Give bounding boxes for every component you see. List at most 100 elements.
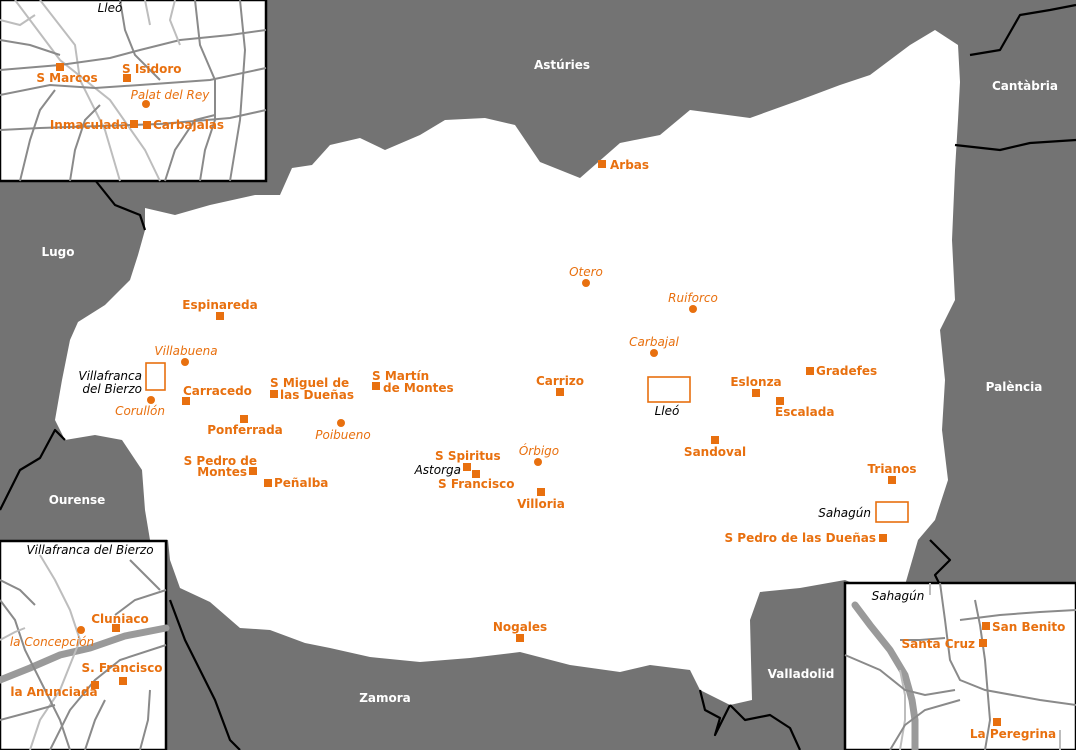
marker-s-martin [372, 382, 380, 390]
marker-carrizo [556, 388, 564, 396]
marker-villoria [537, 488, 545, 496]
marker-otero [582, 279, 590, 287]
marker-arbas [598, 160, 606, 168]
label-carracedo: Carracedo [183, 384, 252, 398]
marker-nogales [516, 634, 524, 642]
marker-poibueno [337, 419, 345, 427]
label-sandoval: Sandoval [684, 445, 746, 459]
label-poibueno: Poibueno [315, 428, 370, 442]
inset-sahagun-label-san-benito: San Benito [992, 620, 1065, 634]
villafranca-frame [145, 362, 166, 391]
inset-sahagun-title: Sahagún [872, 589, 925, 603]
region-lugo: Lugo [41, 245, 74, 259]
inset-villafranca: Villafranca del Bierzo Cluniaco la Conce… [0, 539, 170, 750]
city-villafranca-line1: Villafranca [78, 369, 142, 383]
sahagun-frame [875, 501, 909, 523]
inset-lleo-title: Lleó [98, 1, 123, 15]
inset-sahagun-label-la-peregrina: La Peregrina [970, 727, 1056, 741]
city-astorga: Astorga [414, 463, 461, 477]
label-s-miguel-2: las Dueñas [280, 388, 354, 402]
label-trianos: Trianos [868, 462, 917, 476]
city-villafranca-line2: del Bierzo [82, 382, 142, 396]
label-ruiforco: Ruiforco [668, 291, 718, 305]
label-espinareda: Espinareda [182, 298, 257, 312]
label-s-martin-1: S Martín [372, 369, 429, 383]
region-asturies: Astúries [534, 58, 590, 72]
label-s-spiritus: S Spiritus [435, 449, 501, 463]
inset-lleo-marker-carbajalas [143, 121, 151, 129]
inset-villafranca-label-la-anunciada: la Anunciada [10, 685, 97, 699]
marker-eslonza [752, 389, 760, 397]
inset-lleo-marker-s-isidoro [123, 74, 131, 82]
label-orbigo: Órbigo [519, 443, 559, 458]
inset-sahagun-marker-san-benito [982, 622, 990, 630]
marker-escalada [776, 397, 784, 405]
inset-lleo-marker-palat-del-rey [142, 100, 150, 108]
region-cantabria: Cantàbria [992, 79, 1058, 93]
inset-sahagun-label-santa-cruz: Santa Cruz [901, 637, 975, 651]
label-s-martin-2: de Montes [383, 381, 454, 395]
marker-corullon [147, 396, 155, 404]
label-penalba: Peñalba [274, 476, 328, 490]
region-valladolid: Valladolid [768, 667, 835, 681]
inset-lleo-label-s-marcos: S Marcos [36, 71, 97, 85]
inset-villafranca-title: Villafranca del Bierzo [26, 543, 153, 557]
inset-sahagun-marker-santa-cruz [979, 639, 987, 647]
marker-penalba [264, 479, 272, 487]
marker-s-miguel [270, 390, 278, 398]
label-ponferrada: Ponferrada [207, 423, 283, 437]
inset-lleo: Lleó S Marcos S Isidoro Palat del Rey In… [0, 0, 268, 183]
marker-s-spiritus [463, 463, 471, 471]
marker-ponferrada [240, 415, 248, 423]
marker-sandoval [711, 436, 719, 444]
province-shape [55, 30, 960, 705]
label-nogales: Nogales [493, 620, 547, 634]
inset-sahagun-marker-la-peregrina [993, 718, 1001, 726]
label-s-francisco: S Francisco [438, 477, 515, 491]
inset-villafranca-label-cluniaco: Cluniaco [91, 612, 149, 626]
marker-espinareda [216, 312, 224, 320]
inset-lleo-label-palat-del-rey: Palat del Rey [131, 88, 211, 102]
marker-carracedo [182, 397, 190, 405]
marker-orbigo [534, 458, 542, 466]
label-otero: Otero [569, 265, 603, 279]
inset-lleo-label-carbajalas: Carbajalas [153, 118, 224, 132]
marker-s-francisco [472, 470, 480, 478]
inset-sahagun: Sahagún San Benito Santa Cruz La Peregri… [843, 581, 1076, 750]
inset-villafranca-marker-la-concepcion [77, 626, 85, 634]
inset-villafranca-marker-la-anunciada [91, 681, 99, 689]
inset-lleo-streets [0, 0, 267, 182]
label-escalada: Escalada [775, 405, 834, 419]
marker-trianos [888, 476, 896, 484]
inset-villafranca-streets [0, 554, 170, 750]
region-zamora: Zamora [359, 691, 411, 705]
inset-villafranca-label-s-francisco: S. Francisco [81, 661, 162, 675]
label-s-pedro-duenas: S Pedro de las Dueñas [724, 531, 876, 545]
marker-s-pedro-duenas [879, 534, 887, 542]
border-ourense [0, 428, 66, 511]
label-s-pedro-montes-2: Montes [197, 465, 247, 479]
border-valladolid [698, 689, 802, 750]
label-carbajal: Carbajal [629, 335, 679, 349]
marker-ruiforco [689, 305, 697, 313]
marker-gradefes [806, 367, 814, 375]
label-carrizo: Carrizo [536, 374, 584, 388]
border-zamora [168, 599, 241, 750]
label-s-miguel-1: S Miguel de [270, 376, 349, 390]
label-gradefes: Gradefes [816, 364, 877, 378]
inset-lleo-label-s-isidoro: S Isidoro [122, 62, 182, 76]
border-lugo [94, 179, 147, 231]
inset-lleo-label-inmaculada: Inmaculada [50, 118, 128, 132]
inset-villafranca-marker-cluniaco [112, 624, 120, 632]
region-palencia: Palència [986, 380, 1043, 394]
label-villoria: Villoria [517, 497, 565, 511]
marker-carbajal [650, 349, 658, 357]
label-eslonza: Eslonza [730, 375, 781, 389]
inset-lleo-marker-s-marcos [56, 63, 64, 71]
city-sahagun: Sahagún [818, 506, 871, 520]
city-lleo: Lleó [655, 404, 680, 418]
border-north [969, 3, 1076, 57]
inset-lleo-marker-inmaculada [130, 120, 138, 128]
marker-s-pedro-montes [249, 467, 257, 475]
